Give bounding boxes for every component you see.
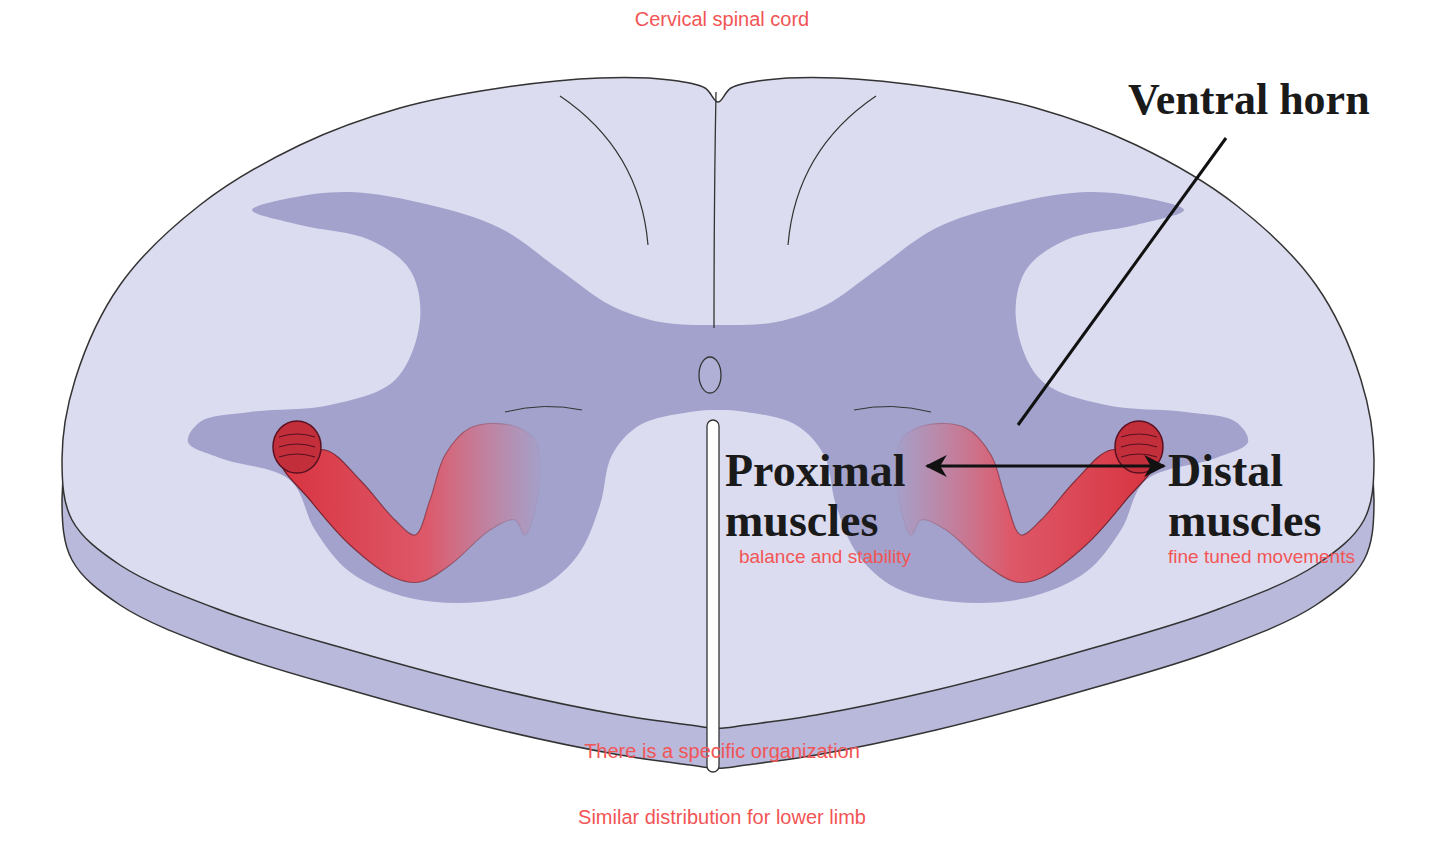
muscle-group-name: Proximal muscles <box>725 446 925 546</box>
muscle-group-label: Distal musclesfine tuned movements <box>1168 446 1353 568</box>
dorsal-sulcus <box>788 96 876 245</box>
central-canal <box>699 357 721 393</box>
finger-line <box>1121 454 1157 457</box>
fist-figure <box>1115 421 1163 473</box>
arm-figures <box>273 421 1163 583</box>
leader-line <box>1018 138 1226 425</box>
finger-line <box>1121 444 1157 447</box>
finger-line <box>279 444 315 447</box>
note-text: Similar distribution for lower limb <box>0 806 1440 829</box>
horn-boundary <box>505 406 582 412</box>
ventral-median-fissure <box>707 420 719 772</box>
muscle-group-label: Proximal musclesbalance and stability <box>725 446 925 568</box>
structure-label: Ventral horn <box>1128 74 1370 125</box>
diagram-title: Cervical spinal cord <box>0 8 1440 31</box>
cord-sulci <box>505 92 931 772</box>
finger-line <box>279 434 315 437</box>
muscle-group-name: Distal muscles <box>1168 446 1353 546</box>
dorsal-median-septum <box>714 92 716 328</box>
function-note: balance and stability <box>739 546 911 568</box>
note-text: There is a specific organization <box>0 740 1440 763</box>
function-note: fine tuned movements <box>1168 546 1355 568</box>
dorsal-sulcus <box>560 96 648 245</box>
horn-boundary <box>854 406 931 412</box>
finger-line <box>1121 434 1157 437</box>
double-arrow <box>927 465 1164 468</box>
fist-figure <box>273 421 321 473</box>
finger-line <box>279 454 315 457</box>
